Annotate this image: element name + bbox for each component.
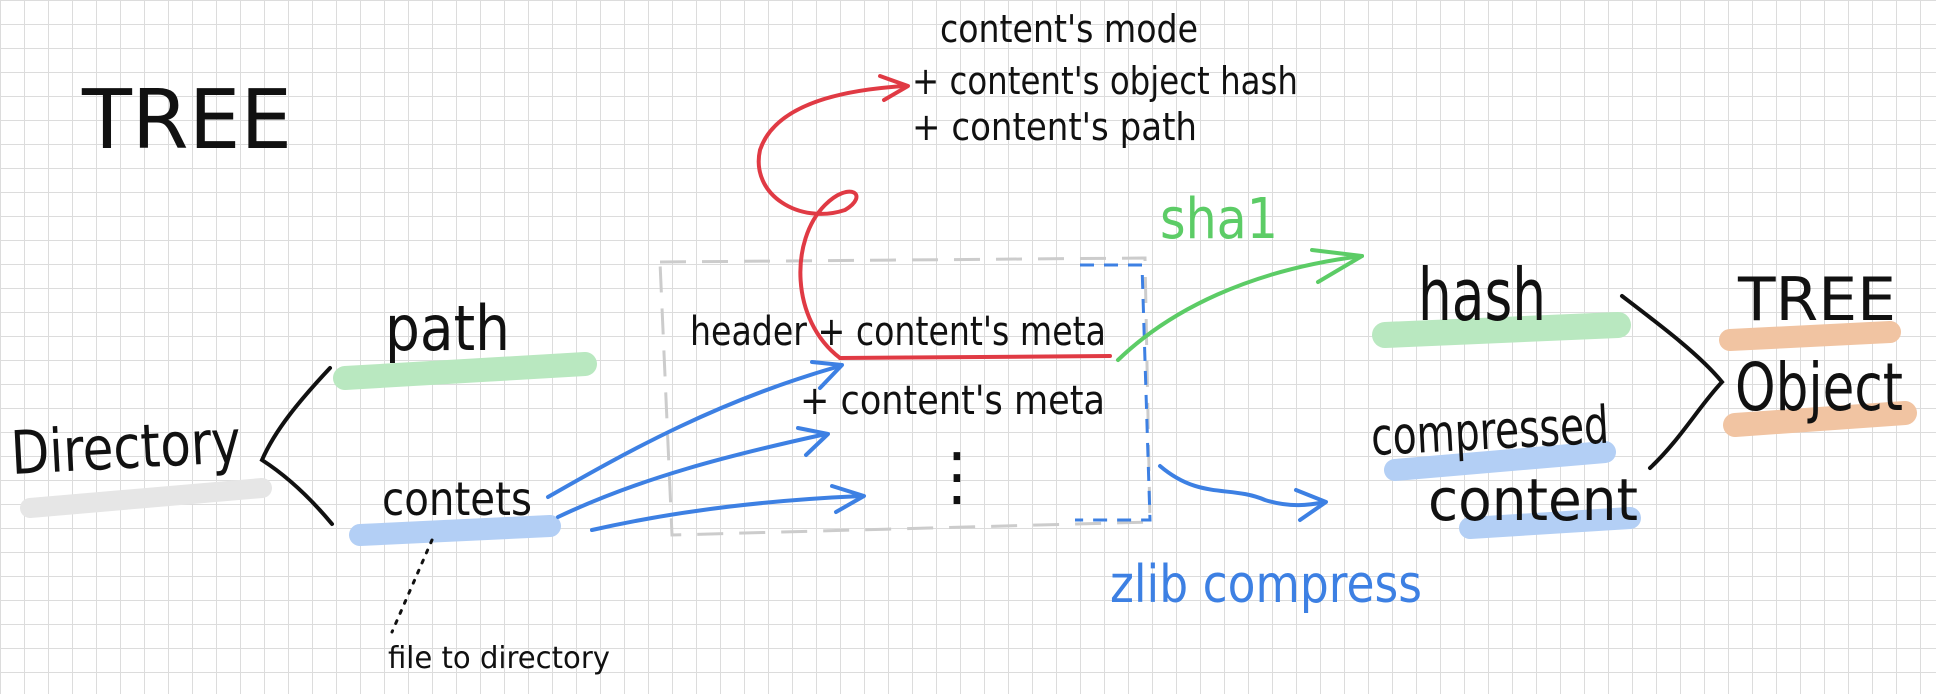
meta-ellipsis: ⋮ (925, 440, 989, 514)
contents-note: file to directory (388, 641, 610, 676)
result-tree-label: TREE (1737, 265, 1896, 335)
contents-arrow-1-head (810, 360, 844, 390)
meta-detail-arrow-line (756, 84, 907, 360)
meta-box-blue (1075, 263, 1152, 522)
zlib-arrow (1158, 464, 1328, 522)
contents-note-connector (390, 538, 434, 634)
path-label: path (385, 292, 510, 365)
page-title: TREE (81, 73, 292, 168)
result-brace (1620, 294, 1725, 470)
directory-highlight (20, 478, 272, 518)
sha1-arrow-head (1310, 248, 1364, 284)
tree-content-box (658, 256, 1152, 537)
zlib-arrow-line (1158, 464, 1327, 508)
meta-detail-arrow-head (878, 74, 910, 102)
meta-detail-line3: + content's path (912, 105, 1197, 149)
contents-arrow-1 (546, 364, 842, 499)
content-highlight (1459, 507, 1641, 539)
zlib-label: zlib compress (1110, 555, 1422, 615)
meta-detail-line2: + content's object hash (912, 59, 1298, 103)
contents-arrow-3 (590, 494, 864, 532)
meta-detail-arrow (756, 74, 1112, 360)
object-highlight (1723, 401, 1917, 437)
meta-detail-line1: content's mode (940, 7, 1198, 51)
contents-arrow-2 (556, 432, 828, 519)
hash-highlight (1372, 312, 1631, 348)
sha1-arrow-line (1116, 254, 1364, 362)
sha1-label: sha1 (1160, 187, 1278, 252)
tree-highlight (1719, 321, 1901, 351)
directory-brace (259, 366, 334, 526)
directory-label: Directory (9, 407, 242, 489)
content-label: content (1428, 466, 1638, 534)
zlib-arrow-head (1294, 488, 1328, 522)
contents-arrow-3-head (830, 484, 866, 514)
contents-label: contets (382, 472, 532, 526)
path-highlight (333, 352, 597, 390)
highlights (20, 312, 1917, 546)
meta-line: + content's meta (800, 378, 1105, 424)
result-object-label: Object (1735, 349, 1903, 426)
hash-label: hash (1418, 253, 1546, 337)
contents-highlight (349, 515, 561, 546)
contents-arrows (546, 360, 866, 532)
compressed-label: compressed (1370, 396, 1611, 468)
contents-arrow-2-head (796, 426, 830, 457)
meta-underline (838, 354, 1112, 360)
header-meta-line: header + content's meta (690, 309, 1106, 355)
sha1-arrow (1116, 248, 1364, 362)
compressed-highlight (1384, 441, 1616, 481)
